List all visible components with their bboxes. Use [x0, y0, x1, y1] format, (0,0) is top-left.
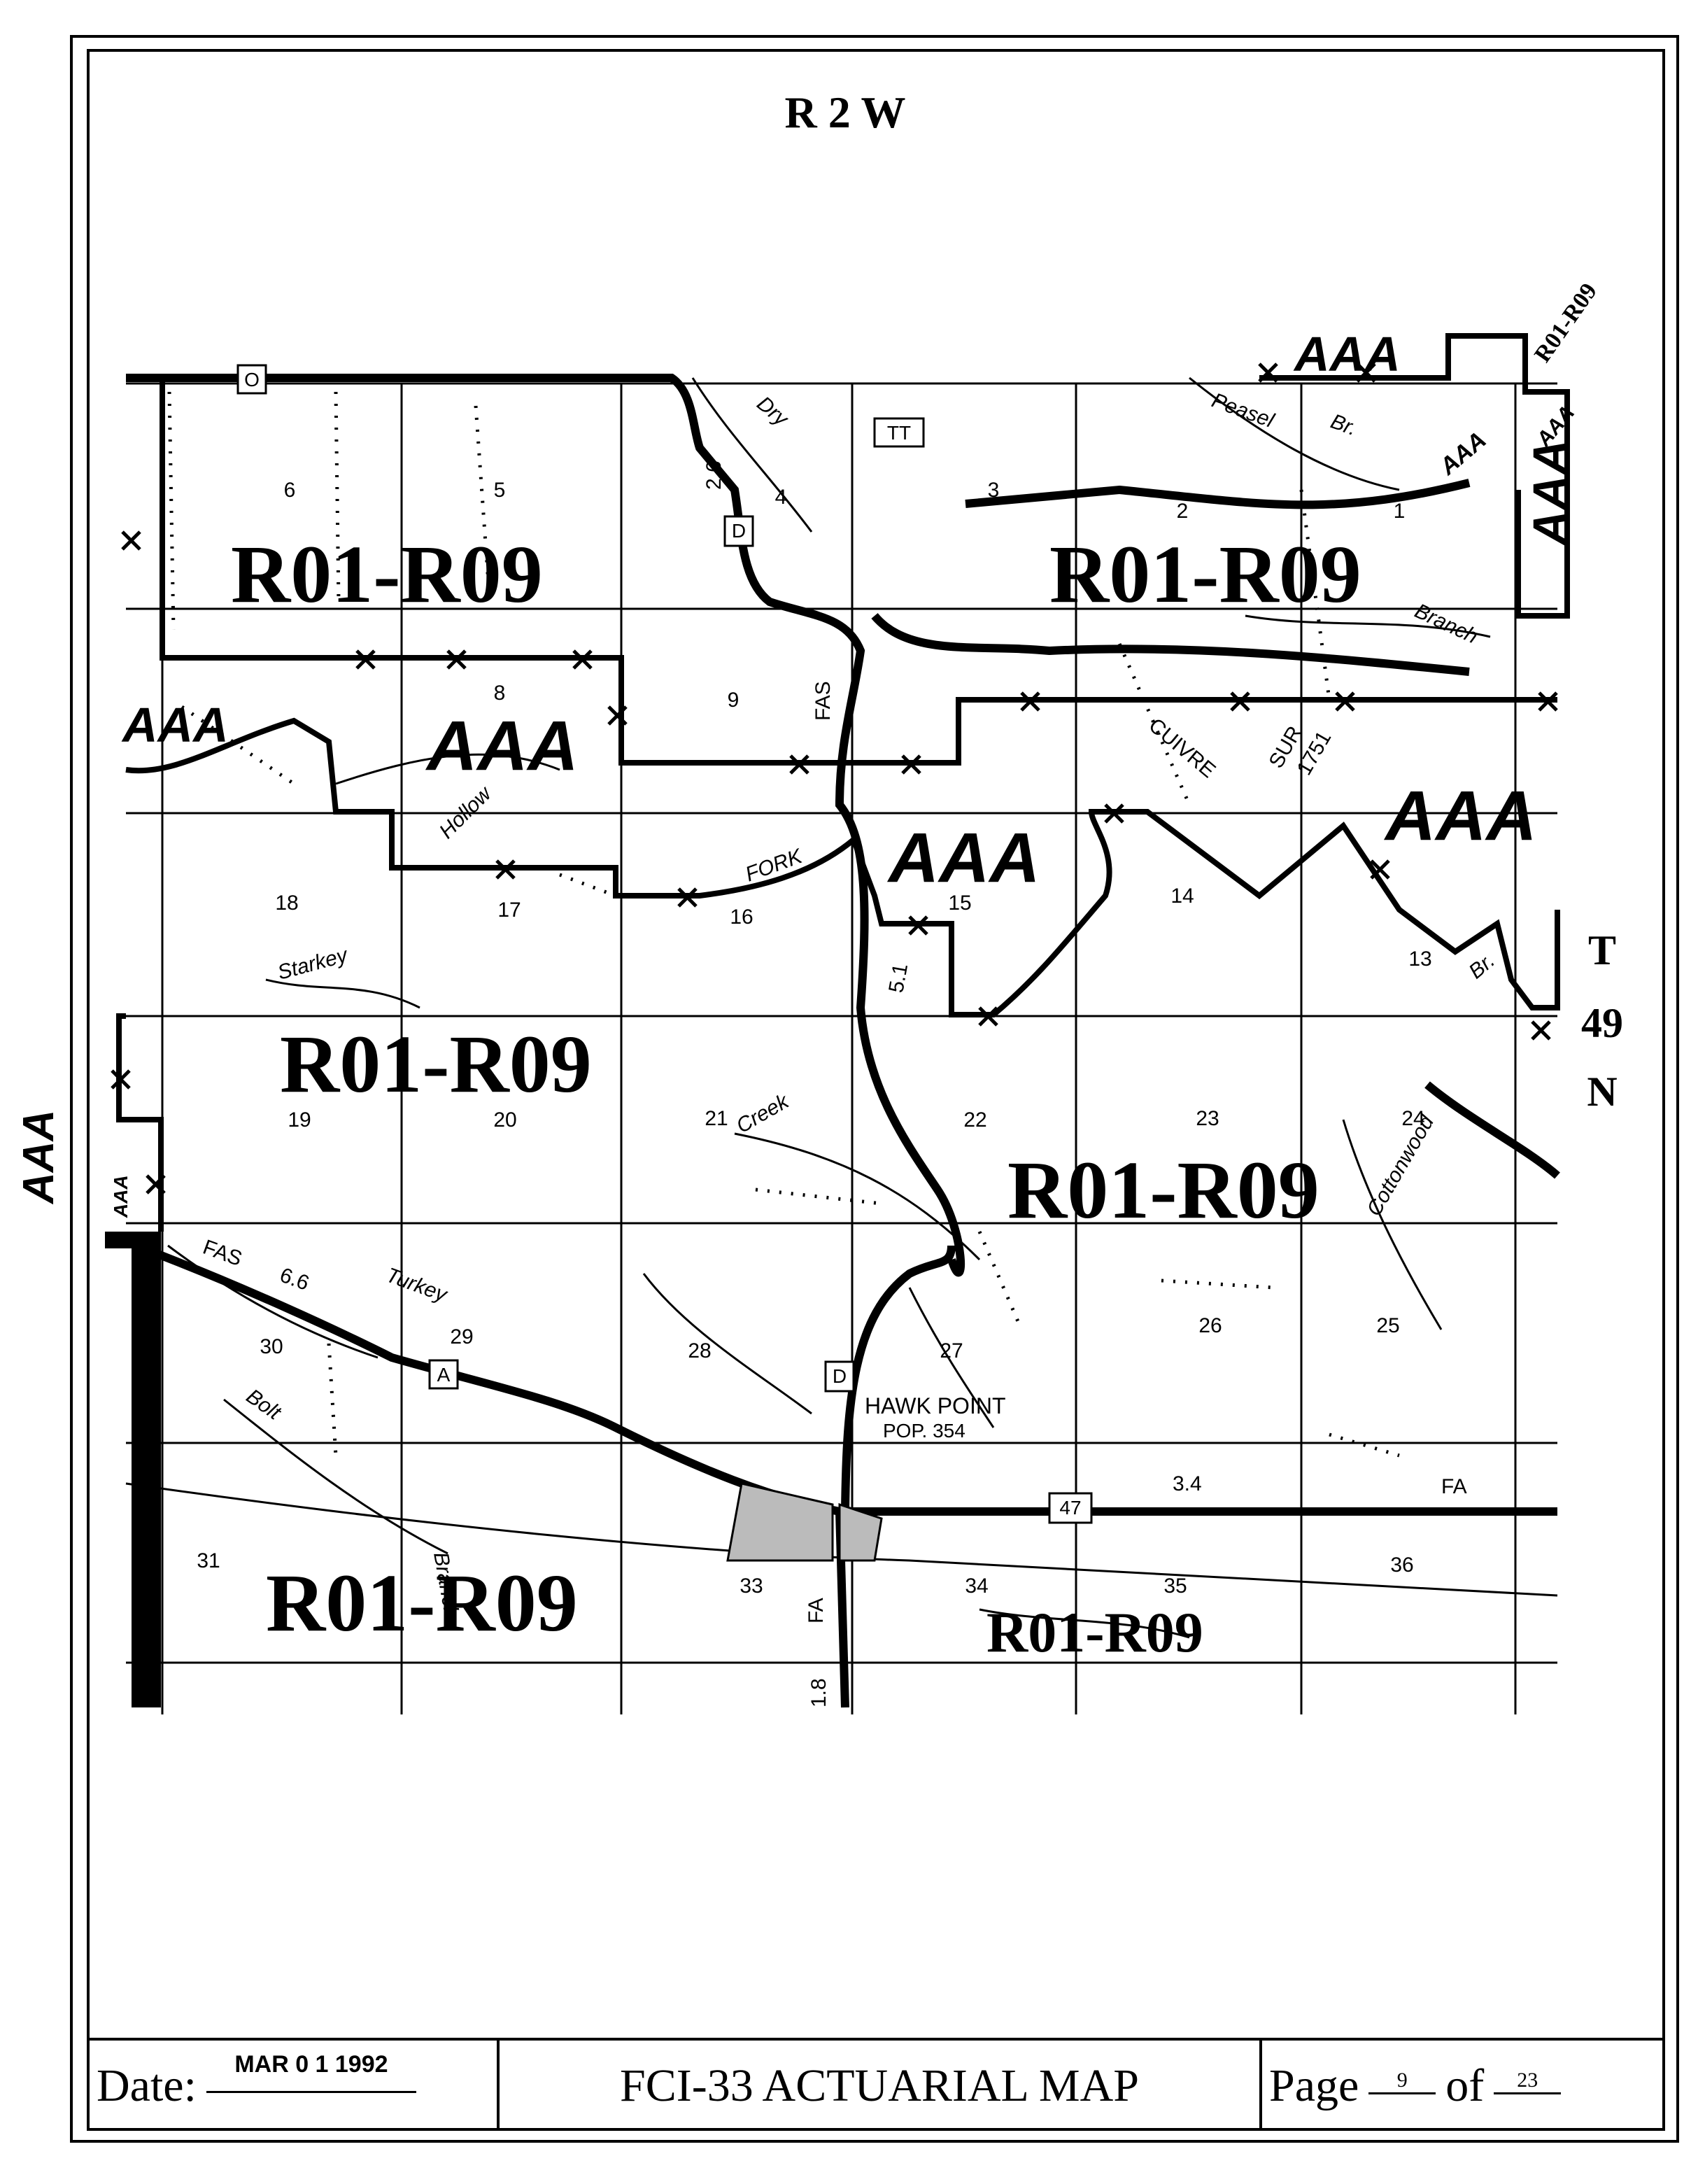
outer-border: [70, 35, 1679, 2143]
title-block: Date: MAR 0 1 1992 FCI-33 ACTUARIAL MAP …: [90, 2038, 1662, 2131]
township-letter: T: [1588, 927, 1616, 973]
page-label: Page: [1269, 2059, 1359, 2111]
road-mileage: 3.4: [1173, 1472, 1202, 1495]
aaa-label: AAA: [121, 698, 229, 752]
town-population: POP. 354: [883, 1420, 965, 1442]
township-number: 49: [1581, 1000, 1623, 1046]
stream-label: Dry: [753, 392, 793, 432]
section-number: 34: [965, 1574, 988, 1598]
section-number: 4: [775, 486, 787, 509]
section-number: 30: [260, 1335, 283, 1358]
zone-label: R01-R09: [231, 528, 543, 620]
section-number: 21: [705, 1107, 728, 1130]
stream-label: Cottonwood: [1362, 1111, 1438, 1220]
section-number: 19: [288, 1108, 311, 1132]
road-shield-d: D: [833, 1365, 847, 1387]
stream-label: CUIVRE: [1145, 714, 1220, 782]
section-number: 36: [1390, 1554, 1413, 1577]
zone-label: R01-R09: [266, 1557, 578, 1649]
map-title-cell: FCI-33 ACTUARIAL MAP: [500, 2041, 1262, 2131]
stream-label: Br.: [1464, 949, 1499, 983]
section-number: 8: [494, 682, 506, 705]
road-shield-o: O: [244, 369, 260, 390]
section-number: 15: [948, 892, 971, 915]
county-line: [132, 1232, 161, 1707]
page-number: 9: [1368, 2069, 1436, 2094]
range-label: R 2 W: [784, 87, 905, 137]
section-number: 29: [450, 1325, 473, 1348]
section-number: 17: [497, 899, 521, 922]
aaa-label: AAA: [425, 707, 579, 785]
county-line-top: [105, 1232, 161, 1248]
road-label: FAS: [812, 681, 835, 721]
section-number: 13: [1408, 947, 1431, 971]
section-number: 5: [494, 479, 506, 502]
township-direction: N: [1587, 1069, 1617, 1115]
stream-label: Br.: [1328, 410, 1360, 441]
section-number: 35: [1163, 1574, 1187, 1598]
date-label: Date:: [97, 2059, 197, 2111]
road-shield-tt: TT: [887, 422, 911, 444]
road-shield-d: D: [732, 520, 746, 542]
road-label: FA: [1441, 1475, 1467, 1498]
town-area: [726, 1482, 883, 1562]
zone-label: R01-R09: [280, 1018, 592, 1110]
aaa-label: AAA: [1523, 439, 1578, 547]
road-shield-a: A: [437, 1364, 451, 1386]
stream-label: Starkey: [275, 943, 351, 985]
road-mileage: 5.1: [884, 961, 912, 994]
page-total: 23: [1494, 2069, 1562, 2094]
road-label: FA: [805, 1598, 828, 1623]
section-number: 16: [730, 906, 753, 929]
stream-label: Branch: [1411, 599, 1481, 648]
aaa-label: AAA: [110, 1175, 132, 1218]
aaa-label: AAA: [1293, 327, 1401, 381]
aaa-label: AAA: [15, 1110, 63, 1205]
map-title: FCI-33 ACTUARIAL MAP: [620, 2059, 1139, 2111]
road-label: FAS: [200, 1236, 246, 1271]
section-number: 25: [1376, 1314, 1399, 1337]
section-number: 22: [963, 1108, 986, 1132]
road-mileage: 6.6: [277, 1264, 312, 1295]
inner-border: [87, 49, 1665, 2131]
aaa-label: AAA: [1383, 777, 1537, 855]
of-label: of: [1445, 2059, 1485, 2111]
section-number: 27: [940, 1339, 963, 1362]
streams: [167, 376, 1491, 1639]
road-mileage: 1.8: [807, 1678, 830, 1707]
zone-label: R01-R09: [986, 1600, 1203, 1664]
date-cell: Date: MAR 0 1 1992: [90, 2041, 500, 2131]
zone-boundaries: [116, 333, 1570, 1232]
aaa-label: AAA: [886, 819, 1040, 897]
section-number: 14: [1170, 885, 1194, 908]
stream-label: Peasel: [1209, 389, 1278, 433]
road-mileage: 2.6: [702, 460, 726, 490]
section-number: 28: [688, 1339, 711, 1362]
section-number: 26: [1198, 1314, 1222, 1337]
section-number: 31: [197, 1549, 220, 1572]
section-number: 33: [740, 1574, 763, 1598]
section-number: 24: [1401, 1107, 1424, 1130]
minor-roads: [167, 391, 1400, 1458]
date-value: MAR 0 1 1992: [206, 2051, 416, 2093]
section-number: 2: [1177, 500, 1189, 523]
section-number: 6: [284, 479, 296, 502]
road-shield-47: 47: [1059, 1497, 1081, 1519]
section-number: 23: [1196, 1107, 1219, 1130]
section-number: 1: [1394, 500, 1406, 523]
section-number: 3: [988, 479, 1000, 502]
section-number: 20: [493, 1108, 516, 1132]
stream-label: Turkey: [383, 1264, 451, 1307]
aaa-label: AAA: [1434, 427, 1492, 481]
stream-label: Creek: [733, 1089, 794, 1138]
town-name: HAWK POINT: [865, 1393, 1005, 1418]
section-number: 9: [728, 689, 740, 712]
zone-label: R01-R09: [1007, 1144, 1320, 1236]
section-number: 18: [275, 892, 298, 915]
zone-label: R01-R09: [1049, 528, 1361, 620]
zone-label: R01-R09: [1529, 279, 1602, 367]
page-cell: Page 9 of 23: [1262, 2041, 1662, 2131]
boundary-ticks: [111, 362, 1558, 1195]
